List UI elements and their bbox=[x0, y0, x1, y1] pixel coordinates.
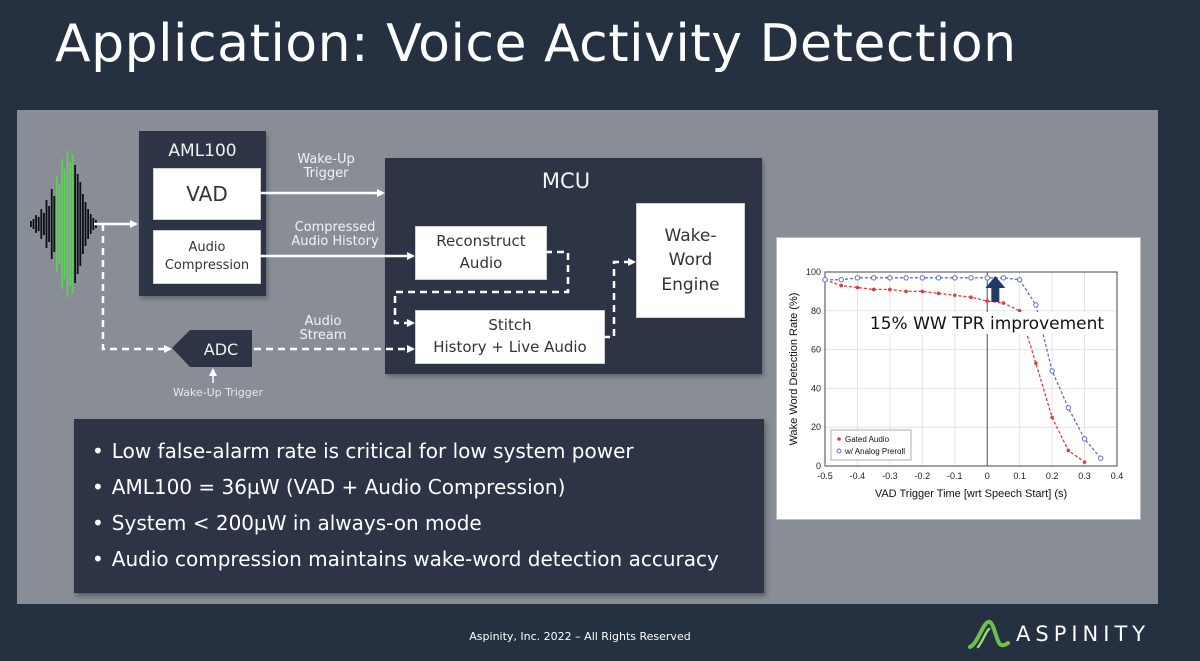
x-tick-label: 0 bbox=[985, 471, 990, 481]
x-tick-label: 0.3 bbox=[1078, 471, 1091, 481]
data-point-gated-audio bbox=[1034, 361, 1038, 365]
improvement-arrowhead bbox=[985, 276, 1006, 288]
wakeup-trigger-top-label: Wake-Up Trigger bbox=[297, 152, 355, 182]
data-point-gated-audio bbox=[936, 291, 941, 296]
adc-label: ADC bbox=[203, 340, 239, 359]
y-tick-label: 20 bbox=[811, 422, 821, 432]
y-tick-label: 40 bbox=[811, 383, 821, 393]
data-point-analog-preroll bbox=[935, 275, 942, 281]
data-point-gated-audio bbox=[888, 287, 892, 292]
improvement-arrow-shaft bbox=[991, 288, 1000, 302]
data-point-analog-preroll bbox=[1033, 302, 1039, 308]
annotation-background bbox=[869, 312, 1105, 334]
data-point-gated-audio bbox=[855, 285, 860, 290]
data-point-gated-audio bbox=[904, 289, 908, 294]
plot-frame bbox=[824, 271, 1118, 467]
data-point-gated-audio bbox=[920, 289, 925, 294]
data-point-gated-audio bbox=[1082, 460, 1087, 464]
bullet-item: System < 200µW in always-on mode bbox=[92, 505, 764, 541]
data-point-gated-audio bbox=[1050, 415, 1054, 420]
y-tick-label: 80 bbox=[811, 306, 821, 316]
data-point-gated-audio bbox=[871, 287, 876, 292]
data-point-analog-preroll bbox=[1000, 275, 1007, 281]
data-point-analog-preroll bbox=[887, 275, 893, 281]
bullet-item: Audio compression maintains wake-word de… bbox=[92, 541, 764, 577]
data-point-analog-preroll bbox=[1049, 368, 1055, 374]
aspinity-logo: ASPINITY bbox=[968, 619, 1150, 649]
reconstruct-audio-box: Reconstruct Audio bbox=[415, 226, 547, 280]
x-tick-label: -0.5 bbox=[817, 471, 833, 481]
chart-card: -0.5 -0.4 -0.3 -0.2 -0.1 0 0.1 0.2 0.3 0.4 0 20 40 60… bbox=[776, 237, 1141, 520]
data-point-analog-preroll bbox=[968, 275, 974, 281]
data-point-analog-preroll bbox=[870, 275, 877, 281]
data-point-gated-audio bbox=[985, 299, 990, 303]
footer-copyright: Aspinity, Inc. 2022 – All Rights Reserve… bbox=[469, 630, 691, 643]
x-tick-label: -0.2 bbox=[915, 471, 931, 481]
wake-word-engine-box: Wake- Word Engine bbox=[636, 203, 745, 318]
vad-label: VAD bbox=[186, 182, 228, 206]
legend-marker-analog-preroll bbox=[836, 448, 842, 454]
mcu-title: MCU bbox=[541, 169, 591, 193]
wakeup-trigger-bottom-label: Wake-Up Trigger bbox=[172, 386, 264, 399]
data-point-gated-audio bbox=[1066, 448, 1071, 453]
aspinity-mark-icon bbox=[968, 619, 1010, 649]
y-tick-label: 100 bbox=[806, 267, 821, 277]
data-point-analog-preroll bbox=[903, 275, 909, 281]
x-axis-label: VAD Trigger Time [wrt Speech Start] (s) bbox=[875, 488, 1067, 500]
aml100-title: AML100 bbox=[168, 141, 237, 161]
detection-rate-chart: -0.5 -0.4 -0.3 -0.2 -0.1 0 0.1 0.2 0.3 0.4 0 20 40 60… bbox=[788, 267, 1124, 500]
data-point-analog-preroll bbox=[1081, 436, 1088, 442]
data-point-gated-audio bbox=[952, 293, 957, 298]
audio-compression-box: Audio Compression bbox=[153, 230, 261, 284]
y-tick-label: 60 bbox=[811, 345, 821, 355]
legend-label-analog-preroll: w/ Analog Preroll bbox=[844, 447, 905, 456]
adc-block bbox=[172, 330, 252, 367]
data-point-analog-preroll bbox=[1098, 455, 1104, 461]
legend-label-gated-audio: Gated Audio bbox=[845, 435, 890, 444]
stitch-box: Stitch History + Live Audio bbox=[415, 310, 605, 364]
data-point-analog-preroll bbox=[854, 275, 861, 281]
y-axis-label: Wake Word Detection Rate (%) bbox=[788, 293, 800, 446]
bullet-item: Low false-alarm rate is critical for low… bbox=[92, 433, 764, 469]
y-tick-label: 0 bbox=[816, 461, 821, 471]
series-line-analog-preroll bbox=[825, 277, 1102, 459]
x-tick-label: 0.2 bbox=[1046, 471, 1059, 481]
data-point-gated-audio bbox=[839, 283, 844, 288]
x-tick-label: -0.3 bbox=[882, 471, 898, 481]
bullet-item: AML100 = 36µW (VAD + Audio Compression) bbox=[92, 469, 764, 505]
data-point-analog-preroll bbox=[952, 275, 958, 281]
data-point-gated-audio bbox=[1017, 309, 1022, 313]
improvement-annotation: 15% WW TPR improvement bbox=[870, 314, 1104, 334]
wake-word-engine-label: Wake- Word Engine bbox=[661, 225, 720, 295]
compressed-audio-history-label: Compressed Audio History bbox=[291, 220, 379, 250]
x-tick-label: -0.4 bbox=[850, 471, 866, 481]
data-point-analog-preroll bbox=[919, 275, 926, 281]
data-point-analog-preroll bbox=[984, 275, 990, 281]
logo-text: ASPINITY bbox=[1016, 622, 1151, 646]
data-point-gated-audio bbox=[1001, 301, 1006, 305]
legend-marker-gated-audio bbox=[837, 437, 841, 441]
data-point-analog-preroll bbox=[822, 277, 828, 283]
slide-title: Application: Voice Activity Detection bbox=[55, 14, 1017, 74]
reconstruct-audio-label: Reconstruct Audio bbox=[436, 232, 526, 272]
data-point-gated-audio bbox=[969, 295, 973, 300]
vad-box: VAD bbox=[153, 168, 261, 220]
data-point-analog-preroll bbox=[838, 277, 844, 283]
audio-compression-label: Audio Compression bbox=[164, 240, 250, 273]
data-point-analog-preroll bbox=[1065, 405, 1072, 411]
bullet-panel: Low false-alarm rate is critical for low… bbox=[74, 419, 764, 593]
stitch-label: Stitch History + Live Audio bbox=[433, 316, 587, 356]
x-tick-label: -0.1 bbox=[947, 471, 963, 481]
x-tick-label: 0.1 bbox=[1013, 471, 1026, 481]
data-point-analog-preroll bbox=[1016, 277, 1023, 283]
audio-waveform-icon bbox=[30, 151, 97, 297]
legend-box bbox=[830, 429, 912, 461]
audio-stream-label: Audio Stream bbox=[299, 314, 347, 344]
x-tick-label: 0.4 bbox=[1111, 471, 1124, 481]
